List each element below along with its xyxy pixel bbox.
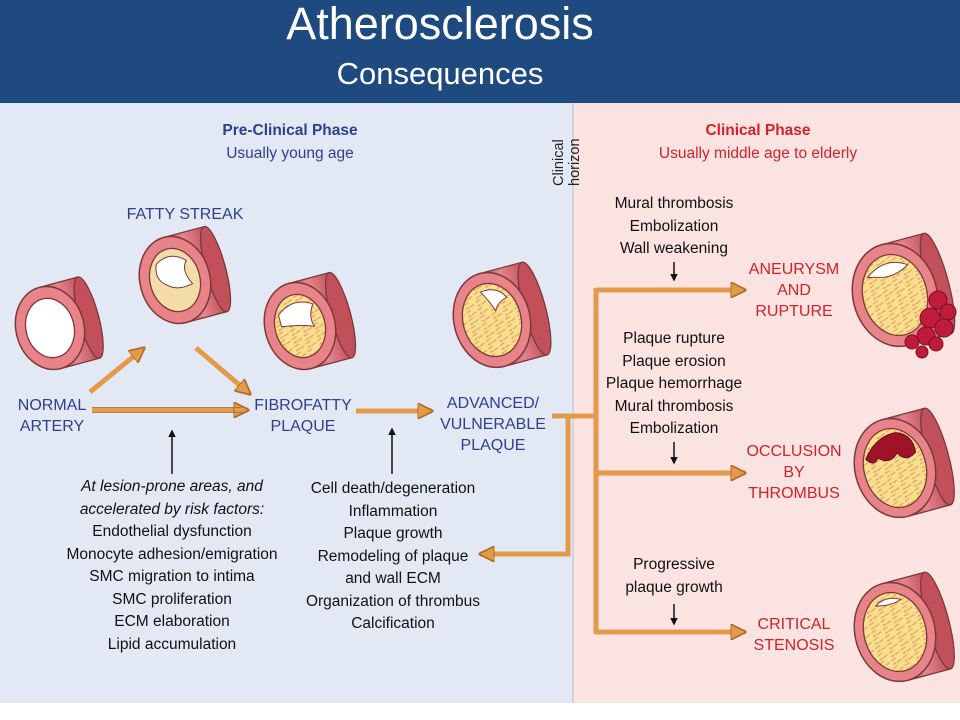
occlusion-causes: Plaque rupture Plaque erosion Plaque hem… <box>605 330 743 437</box>
risk-factors-block: At lesion-prone areas, and accelerated b… <box>66 478 278 653</box>
horizon-line-1: Clinical <box>551 139 567 186</box>
aneurysm-icon <box>851 232 957 359</box>
advanced-plaque-icon <box>452 261 552 369</box>
horizon-line-2: horizon <box>567 138 583 186</box>
clinical-subtitle: Usually middle age to elderly <box>658 145 858 162</box>
clinical-title: Clinical Phase <box>705 122 811 139</box>
aneurysm-causes: Mural thrombosis Embolization Wall weake… <box>614 195 734 257</box>
preclinical-subtitle: Usually young age <box>226 145 354 162</box>
cause-arrows <box>168 262 678 626</box>
progression-factors-block: Cell death/degeneration Inflammation Pla… <box>305 480 481 632</box>
clinical-horizon-label: Clinical horizon <box>551 138 583 186</box>
slide-subtitle: Consequences <box>336 56 544 91</box>
slide-title: Atherosclerosis <box>286 0 594 49</box>
fatty-streak-icon <box>138 225 232 325</box>
preclinical-title: Pre-Clinical Phase <box>222 122 358 139</box>
title-banner: Atherosclerosis Consequences <box>0 0 960 103</box>
occlusion-icon <box>853 407 955 519</box>
critical-stenosis-icon <box>853 571 955 683</box>
normal-artery-icon <box>14 276 104 371</box>
fatty-streak-label: FATTY STREAK <box>126 206 244 223</box>
stenosis-causes: Progressive plaque growth <box>625 556 723 596</box>
preclinical-panel <box>0 103 574 703</box>
progression-arrows <box>88 288 745 634</box>
fibrofatty-plaque-icon <box>263 271 357 371</box>
